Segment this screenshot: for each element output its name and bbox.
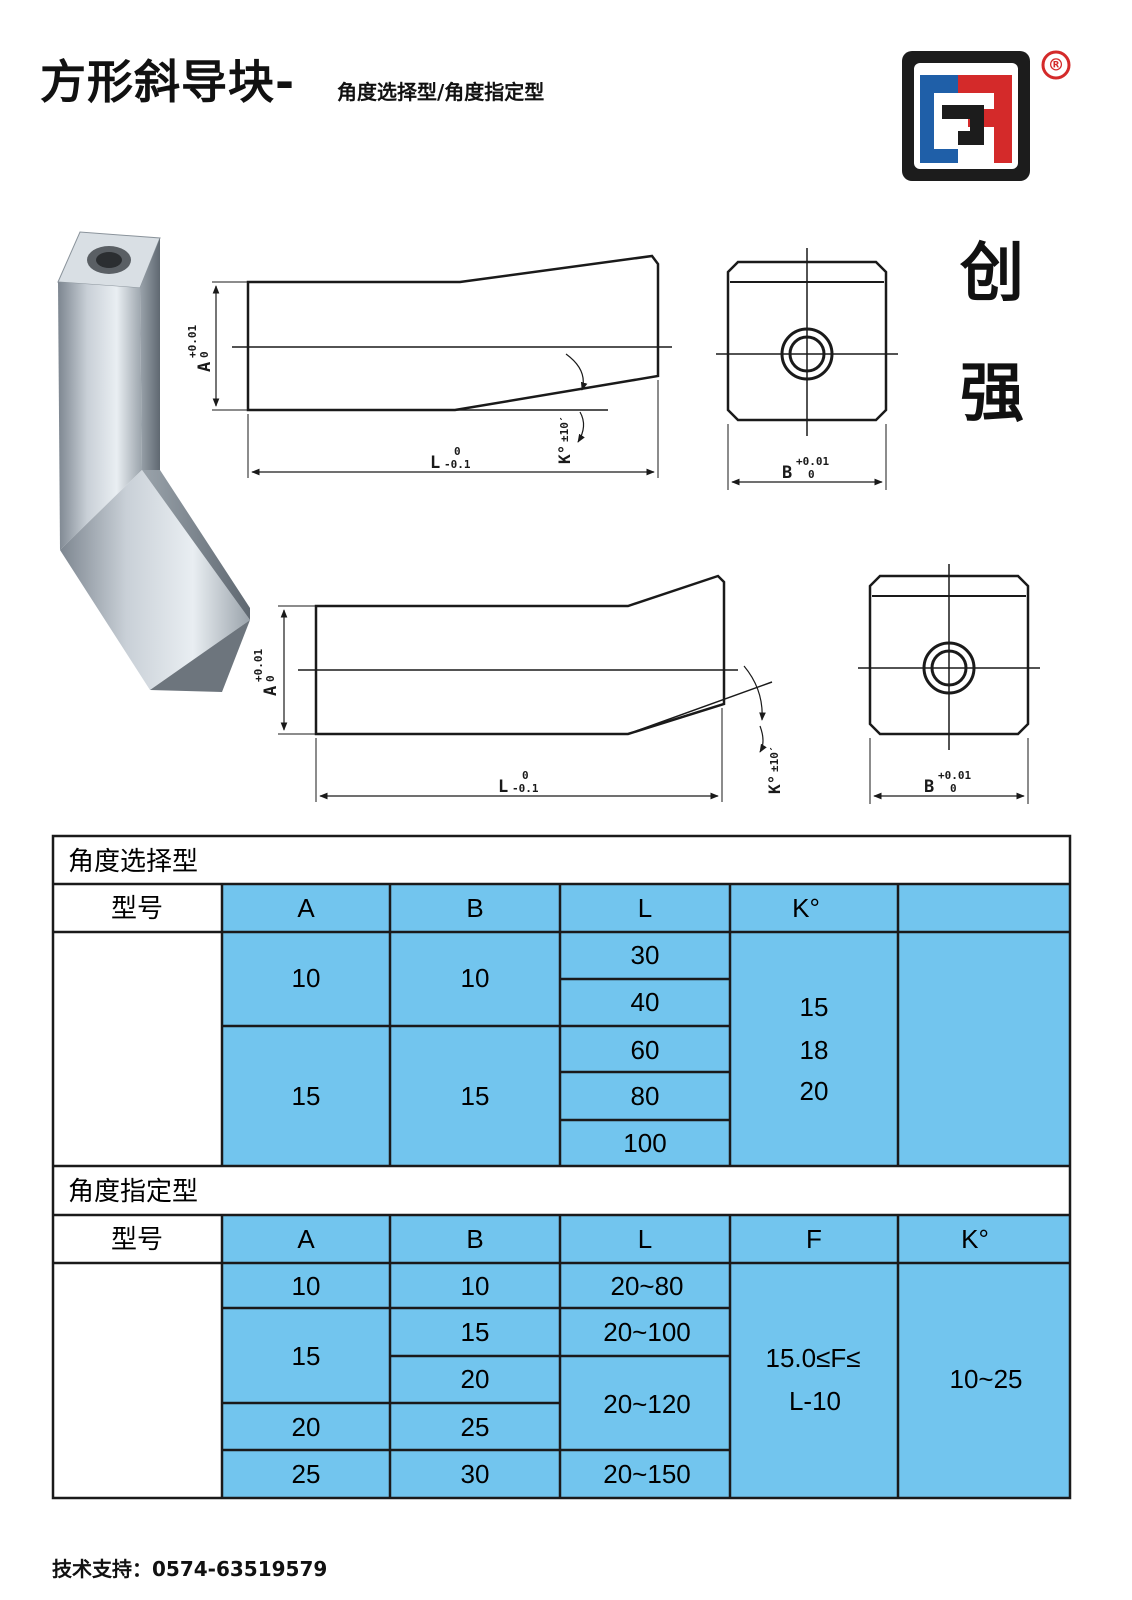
dim-l-upper-2: 0 — [522, 769, 529, 782]
dim-a-upper: +0.01 — [186, 325, 199, 358]
footer-label: 技术支持： — [52, 1557, 152, 1581]
table1-header-a: A — [297, 893, 315, 923]
brand-logo: ® — [902, 50, 1071, 181]
table1-l-cell: 30 — [631, 940, 660, 970]
table2-header-b: B — [466, 1224, 483, 1254]
table1-l-cell: 80 — [631, 1081, 660, 1111]
table2-b-cell: 25 — [461, 1412, 490, 1442]
product-render — [57, 231, 250, 692]
table2-l-cell: 20~100 — [603, 1317, 690, 1347]
table2-l-cell: 20~120 — [603, 1389, 690, 1419]
table2-l-cell: 20~80 — [610, 1271, 683, 1301]
footer-contact: 技术支持：0574-63519579 — [52, 1553, 327, 1582]
dim-b-upper-2: +0.01 — [938, 769, 971, 782]
dim-b-upper: +0.01 — [796, 455, 829, 468]
dim-l-label: L — [430, 453, 440, 473]
table1-b-cell: 15 — [461, 1081, 490, 1111]
table1-header-l: L — [638, 893, 652, 923]
dim-l-lower: -0.1 — [444, 458, 471, 471]
table1-b-cell: 10 — [461, 963, 490, 993]
dim-b-label-2: B — [924, 777, 934, 797]
table1-a-cell: 15 — [292, 1081, 321, 1111]
page-title: 方形斜导块- — [40, 55, 296, 109]
dim-l-upper: 0 — [454, 445, 461, 458]
table2-b-cell: 10 — [461, 1271, 490, 1301]
table2-header-f: F — [806, 1224, 822, 1254]
dim-a-label: A — [195, 362, 215, 372]
dim-b-lower: 0 — [808, 468, 815, 481]
end-view-bottom — [858, 564, 1040, 804]
table2-section-title: 角度指定型 — [68, 1177, 198, 1207]
table2-a-cell: 25 — [292, 1459, 321, 1489]
end-view-top — [716, 248, 898, 490]
table1-header-model: 型号 — [111, 894, 163, 924]
table1-section-title: 角度选择型 — [68, 847, 198, 877]
table1-header-k: K° — [792, 893, 820, 923]
table2-f-line-2: L-10 — [789, 1386, 841, 1416]
dim-k-tol-2: ±10′ — [768, 746, 781, 773]
table2-l-cell: 20~150 — [603, 1459, 690, 1489]
table-grid — [51, 834, 1072, 1500]
dim-a-lower-2: 0 — [264, 675, 277, 682]
dim-l-label-2: L — [498, 777, 508, 797]
table1-l-cell: 40 — [631, 987, 660, 1017]
table2-header-l: L — [638, 1224, 652, 1254]
table2-b-cell: 15 — [461, 1317, 490, 1347]
table2-header-a: A — [297, 1224, 315, 1254]
dim-k-label-2: K° — [765, 775, 784, 794]
page-subtitle: 角度选择型/角度指定型 — [337, 80, 545, 104]
table2-k-value: 10~25 — [949, 1364, 1022, 1394]
table2-header-model: 型号 — [111, 1225, 163, 1255]
table1-k-value: 15 — [800, 992, 829, 1022]
technical-drawing: A +0.01 0 L 0 -0.1 K° ±10′ B +0.01 0 — [57, 231, 1040, 804]
table2-a-cell: 10 — [292, 1271, 321, 1301]
dim-l-lower-2: -0.1 — [512, 782, 539, 795]
brand-char-chuang: 创 — [960, 237, 1024, 311]
side-view-bottom — [278, 574, 773, 802]
dim-k-tol: ±10′ — [558, 416, 571, 443]
table1-a-cell: 10 — [292, 963, 321, 993]
dim-b-lower-2: 0 — [950, 782, 957, 795]
table1-header-b: B — [466, 893, 483, 923]
table2-a-cell: 20 — [292, 1412, 321, 1442]
dim-a-upper-2: +0.01 — [252, 649, 265, 682]
brand-char-qiang: 强 — [960, 357, 1024, 431]
table1-l-cell: 60 — [631, 1035, 660, 1065]
table1-k-value: 18 — [800, 1035, 829, 1065]
registered-mark: ® — [1050, 53, 1063, 77]
table2-header-k: K° — [961, 1224, 989, 1254]
table1-l-cell: 100 — [623, 1128, 666, 1158]
dim-b-label: B — [782, 463, 792, 483]
table1-k-value: 20 — [800, 1076, 829, 1106]
side-view-top — [212, 254, 672, 478]
table2-b-cell: 20 — [461, 1364, 490, 1394]
footer-phone: 0574-63519579 — [152, 1557, 328, 1581]
table2-a-cell: 15 — [292, 1341, 321, 1371]
dim-a-lower: 0 — [198, 351, 211, 358]
dim-a-label-2: A — [261, 686, 281, 696]
table2-f-line-1: 15.0≤F≤ — [765, 1343, 860, 1373]
table2-b-cell: 30 — [461, 1459, 490, 1489]
dim-k-label: K° — [555, 445, 574, 464]
